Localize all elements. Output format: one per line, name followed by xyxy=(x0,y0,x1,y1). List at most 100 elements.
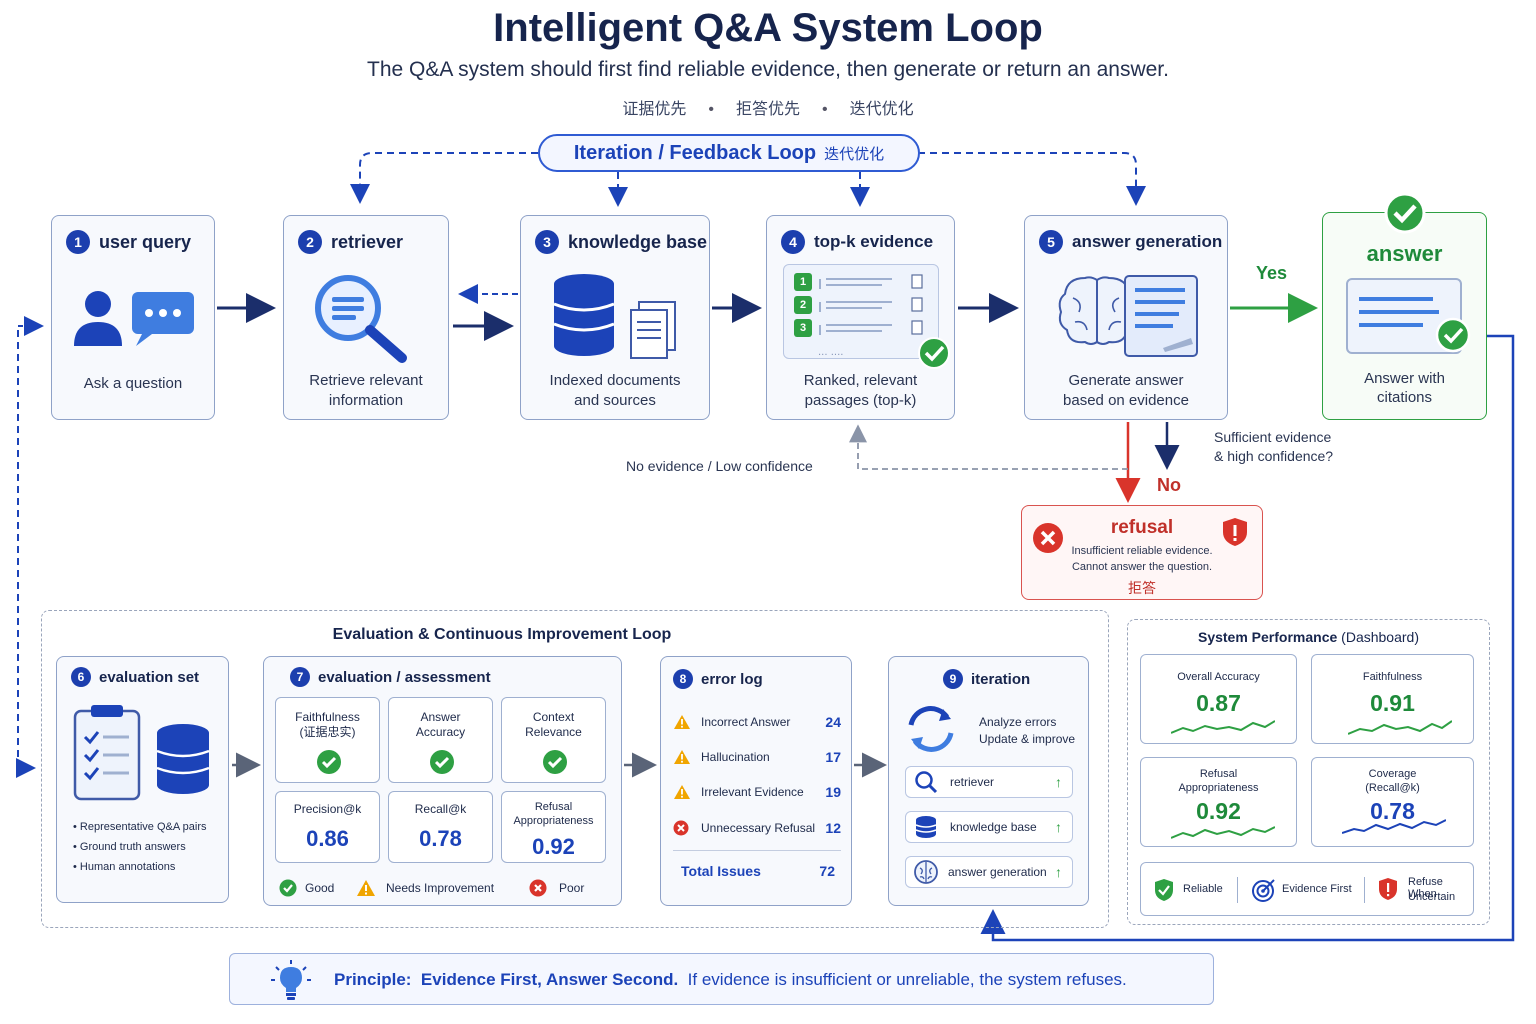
eval-set-bullet: • Ground truth answers xyxy=(73,841,186,853)
eval-set-bullet: • Human annotations xyxy=(73,861,176,873)
badge-divider xyxy=(1364,877,1365,903)
decision-question-line2: & high confidence? xyxy=(1214,448,1334,464)
metric-precision: Precision@k 0.86 xyxy=(275,791,380,863)
error-x-icon xyxy=(1033,523,1063,553)
dash-metric-value: 0.78 xyxy=(1370,798,1415,824)
principle-prefix: Principle: xyxy=(334,970,412,989)
database-icon xyxy=(915,816,937,838)
iteration-item-knowledge-base[interactable]: knowledge base ↑ xyxy=(905,811,1073,843)
card-title: evaluation / assessment xyxy=(318,668,491,686)
brain-doc-icon xyxy=(1058,275,1198,357)
bullet-text: Human annotations xyxy=(79,861,176,873)
iteration-item-label: retriever xyxy=(950,775,995,789)
refusal-line2: Cannot answer the question. xyxy=(1071,561,1213,573)
principle-text: Principle: Evidence First, Answer Second… xyxy=(334,970,1127,990)
badge-refuse-line2: Uncertain xyxy=(1408,891,1456,903)
dash-metric-value: 0.92 xyxy=(1196,798,1241,824)
dash-metric-name-line1: Refusal xyxy=(1199,768,1238,780)
iteration-item-label: answer generation xyxy=(948,865,1047,879)
error-label: Irrelevant Evidence xyxy=(701,785,804,799)
dash-faithfulness: Faithfulness 0.91 xyxy=(1311,654,1474,744)
metric-name-line2: Accuracy xyxy=(415,725,466,739)
step-number: 9 xyxy=(943,669,963,689)
card-caption-line2: based on evidence xyxy=(1063,392,1189,409)
answer-card[interactable]: answer Answer with citations xyxy=(1322,192,1487,420)
legend-poor: Poor xyxy=(529,879,584,897)
bullet-text: Representative Q&A pairs xyxy=(79,821,207,833)
check-circle-icon xyxy=(430,750,454,774)
feedback-loop-label-cn: 迭代优化 xyxy=(824,146,885,163)
step-number: 5 xyxy=(1039,230,1063,254)
legend-label: Poor xyxy=(559,881,585,895)
dashboard-title: System Performance (Dashboard) xyxy=(1128,629,1489,645)
tag-separator: • xyxy=(822,101,828,118)
badge-divider xyxy=(1237,877,1238,903)
sparkline xyxy=(1171,826,1275,839)
refusal-card[interactable]: refusal Insufficient reliable evidence. … xyxy=(1021,505,1263,600)
lightbulb-icon xyxy=(271,960,311,1000)
dash-metric-name-line2: (Recall@k) xyxy=(1365,782,1420,794)
iteration-desc-line2: Update & improve xyxy=(979,732,1076,746)
brain-icon xyxy=(914,860,938,884)
iteration-item-retriever[interactable]: retriever ↑ xyxy=(905,766,1073,798)
refusal-title: refusal xyxy=(1110,517,1174,538)
metric-answer-accuracy: Answer Accuracy xyxy=(388,697,493,783)
dash-metric-name: Faithfulness xyxy=(1362,671,1423,683)
metric-value: 0.92 xyxy=(532,834,575,859)
check-circle-icon xyxy=(317,750,341,774)
dashboard-title-main: System Performance xyxy=(1197,629,1338,645)
sparkline xyxy=(1342,819,1446,834)
metric-name-line2: Appropriateness xyxy=(513,815,594,827)
dash-metric-value: 0.91 xyxy=(1370,690,1415,716)
metric-context-relevance: Context Relevance xyxy=(501,697,606,783)
refusal-cn: 拒答 xyxy=(1128,580,1156,596)
legend-label: Needs Improvement xyxy=(386,881,495,895)
metric-name-line1: Refusal xyxy=(534,801,573,813)
svg-text:... ....: ... .... xyxy=(818,347,843,357)
answer-title: answer xyxy=(1366,241,1443,266)
legend-label: Good xyxy=(305,881,335,895)
metric-name-line1: Context xyxy=(532,710,575,724)
error-count: 19 xyxy=(825,784,841,800)
dash-metric-name: Overall Accuracy xyxy=(1177,671,1260,683)
card-title: user query xyxy=(99,231,192,252)
warning-icon xyxy=(674,785,690,799)
metric-refusal-appropriateness: Refusal Appropriateness 0.92 xyxy=(501,791,606,863)
arrow-up-icon: ↑ xyxy=(1055,774,1062,790)
iteration-item-answer-generation[interactable]: answer generation ↑ xyxy=(905,856,1073,888)
tag-iterate: 迭代优化 xyxy=(849,101,914,118)
step-number: 4 xyxy=(781,230,805,254)
card-title: top-k evidence xyxy=(814,232,934,251)
check-circle-icon xyxy=(1384,192,1426,234)
badge-evidence-first: Evidence First xyxy=(1282,883,1352,895)
card-caption-line1: Indexed documents xyxy=(549,372,681,389)
card-caption-line2: citations xyxy=(1376,389,1433,406)
principle-bold: Evidence First, Answer Second. xyxy=(420,970,679,989)
card-title: evaluation set xyxy=(99,668,200,686)
check-circle-icon xyxy=(279,879,297,897)
low-confidence-label: No evidence / Low confidence xyxy=(626,458,813,474)
yes-label: Yes xyxy=(1256,263,1288,283)
page-subtitle: The Q&A system should first find reliabl… xyxy=(367,58,1169,81)
card-caption-line2: and sources xyxy=(574,392,656,409)
metric-name: Precision@k xyxy=(293,802,362,816)
feedback-loop-lines xyxy=(350,152,1146,207)
card-title: iteration xyxy=(971,670,1031,688)
eval-loop-title: Evaluation & Continuous Improvement Loop xyxy=(332,626,672,643)
search-icon xyxy=(915,771,938,794)
eval-set-bullet: • Representative Q&A pairs xyxy=(73,821,207,833)
